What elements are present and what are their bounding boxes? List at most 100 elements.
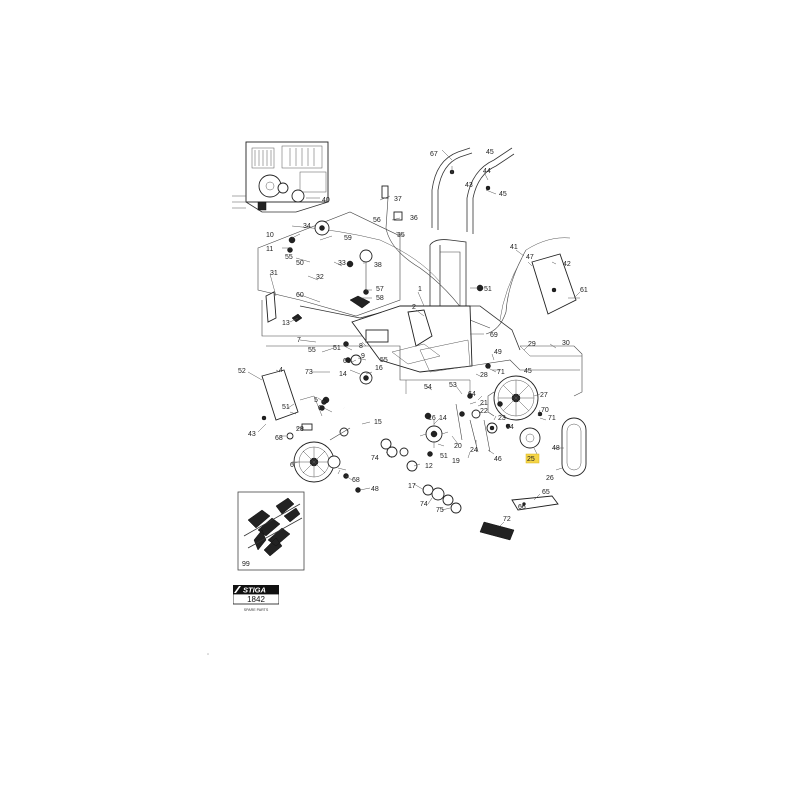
callout-14: 14 (439, 415, 447, 422)
callout-41: 41 (510, 244, 518, 251)
callout-27: 27 (540, 392, 548, 399)
callout-37: 37 (394, 196, 402, 203)
callout-6: 6 (318, 405, 322, 412)
callout-47: 47 (526, 254, 534, 261)
callout-74: 74 (420, 501, 428, 508)
callout-57: 57 (376, 286, 384, 293)
inset-label: 99 (242, 561, 250, 568)
callout-72: 72 (503, 516, 511, 523)
callout-20: 20 (454, 443, 462, 450)
callout-11: 11 (266, 246, 273, 253)
callout-31: 31 (270, 270, 278, 277)
callout-7: 7 (297, 337, 301, 344)
callout-75: 75 (436, 507, 444, 514)
callout-69: 69 (490, 332, 498, 339)
callout-23: 23 (498, 415, 506, 422)
center-hubs (350, 354, 462, 514)
callout-22: 22 (480, 408, 488, 415)
callout-36: 36 (410, 215, 418, 222)
callout-70: 70 (541, 407, 549, 414)
callout-15: 15 (374, 419, 382, 426)
callout-8: 8 (359, 343, 363, 350)
callout-55: 55 (285, 254, 293, 261)
callout-50: 50 (296, 260, 304, 267)
callout-74: 74 (371, 455, 379, 462)
callout-73: 73 (305, 369, 313, 376)
callout-26: 26 (546, 475, 554, 482)
callout-51: 51 (440, 453, 448, 460)
callout-66: 66 (518, 504, 526, 511)
callout-16: 16 (428, 415, 436, 422)
logo-caption: SPARE PARTS (244, 608, 269, 612)
callout-9: 9 (361, 353, 365, 360)
callout-12: 12 (425, 463, 433, 470)
callout-38: 38 (374, 262, 382, 269)
callout-35: 35 (397, 232, 405, 239)
callout-45: 45 (524, 368, 532, 375)
callout-71: 71 (548, 415, 556, 422)
callout-65: 65 (542, 489, 550, 496)
callout-43: 43 (465, 182, 473, 189)
leader-lines (247, 149, 581, 527)
callout-68: 68 (352, 477, 360, 484)
hardware-bolts (261, 169, 543, 493)
engine-assembly (232, 141, 329, 213)
callout-14: 14 (339, 371, 347, 378)
callout-48: 48 (552, 445, 560, 452)
logo-brand: STIGA (243, 586, 266, 595)
callout-51: 51 (282, 404, 290, 411)
callout-34: 34 (303, 223, 311, 230)
part-25-highlight (525, 453, 540, 464)
callout-17: 17 (408, 483, 416, 490)
bracket-66 (511, 495, 559, 511)
callout-16: 16 (375, 365, 383, 372)
callout-30: 30 (562, 340, 570, 347)
callout-49: 49 (494, 349, 502, 356)
callout-55: 55 (308, 347, 316, 354)
callout-40: 40 (322, 197, 330, 204)
callout-1: 1 (418, 286, 422, 293)
callout-33: 33 (338, 260, 346, 267)
callout-24: 24 (470, 447, 478, 454)
callout-60: 60 (296, 292, 304, 299)
callout-58: 58 (376, 295, 384, 302)
stiga-logo: STIGA 1842 SPARE PARTS (232, 585, 280, 615)
tine-shaft (329, 406, 398, 458)
callout-51: 51 (333, 345, 341, 352)
callout-21: 21 (480, 400, 488, 407)
callout-53: 53 (449, 382, 457, 389)
handle-assembly (429, 147, 515, 332)
scan-specks (207, 653, 209, 655)
callout-2: 2 (412, 304, 416, 311)
logo-code: 1842 (247, 595, 265, 604)
callout-71: 71 (497, 369, 505, 376)
callout-13: 13 (282, 320, 290, 327)
callout-64: 64 (506, 424, 514, 431)
callout-28: 28 (480, 372, 488, 379)
callout-19: 19 (452, 458, 460, 465)
callout-63: 63 (343, 358, 351, 365)
callout-25: 25 (527, 456, 535, 463)
callout-32: 32 (316, 274, 324, 281)
callout-45: 45 (486, 149, 494, 156)
callout-54: 54 (424, 384, 432, 391)
callout-45: 45 (499, 191, 507, 198)
callout-5: 5 (314, 397, 318, 404)
stiga-logo-graphic: STIGA 1842 SPARE PARTS (232, 585, 280, 612)
callout-64: 64 (468, 391, 476, 398)
callout-28: 28 (296, 426, 304, 433)
callout-labels: 67 45 44 43 45 37 56 36 35 40 34 59 10 1… (238, 149, 588, 523)
callout-29: 29 (528, 341, 536, 348)
callout-46: 46 (494, 456, 502, 463)
chassis-frame (257, 211, 580, 394)
guard-plate (519, 345, 583, 397)
callout-6: 6 (290, 462, 294, 469)
callout-10: 10 (266, 232, 274, 239)
callout-67: 67 (430, 151, 438, 158)
callout-61: 61 (580, 287, 588, 294)
callout-52: 52 (238, 368, 246, 375)
callout-44: 44 (483, 168, 491, 175)
drive-pulley-assembly (455, 375, 541, 453)
callout-43: 43 (248, 431, 256, 438)
